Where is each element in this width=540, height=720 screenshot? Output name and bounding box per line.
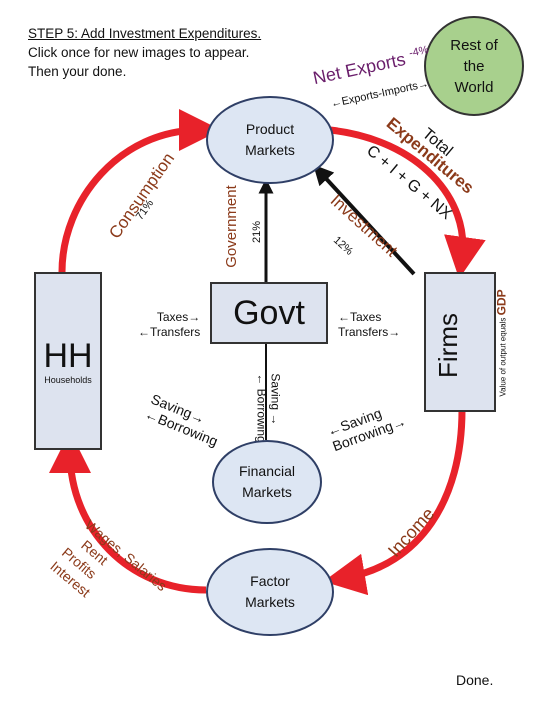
firms-label: Firms: [432, 313, 463, 378]
firms-value-text: Value of output equals: [498, 317, 508, 397]
financial-markets-line2: Markets: [242, 484, 292, 500]
factor-markets-line2: Markets: [245, 594, 295, 610]
firms-value-label: Value of output equals GDP: [495, 289, 509, 396]
taxes-left-line1: Taxes→: [156, 310, 201, 324]
saving-center-line1: Saving →: [268, 373, 283, 426]
saving-center-line2: ← Borrowing: [254, 373, 269, 443]
product-markets-ellipse: Product Markets: [206, 96, 334, 184]
firms-box: Firms Value of output equals GDP: [424, 272, 509, 412]
saving-center-label: Saving → ← Borrowing: [255, 373, 283, 442]
taxes-left-label: Taxes→ ←Transfers: [138, 310, 200, 340]
total-expenditures-arrow: [329, 126, 486, 279]
rest-of-world-line1: Rest of: [450, 36, 498, 54]
govt-label: Govt: [233, 293, 305, 332]
step-line3: Then your done.: [28, 64, 127, 79]
financial-markets-line1: Financial: [238, 463, 296, 479]
rest-of-world-circle: Rest of the World: [424, 16, 524, 116]
product-markets-line2: Markets: [245, 142, 295, 158]
govt-box: Govt: [210, 282, 328, 344]
step-line1: STEP 5: Add Investment Expenditures.: [28, 26, 262, 41]
taxes-left-line2: ←Transfers: [138, 325, 201, 339]
government-flow-label: Government: [222, 185, 240, 268]
net-exports-pct: -4%: [408, 43, 430, 60]
households-box: HH Households: [34, 272, 102, 450]
consumption-arrow: [58, 109, 221, 273]
investment-arrow: [313, 164, 416, 276]
rest-of-world-line3: World: [454, 78, 494, 96]
hh-label: HH: [43, 337, 93, 375]
step-line2: Click once for new images to appear.: [28, 45, 250, 60]
government-flow-pct: 21%: [251, 220, 264, 244]
factor-markets-ellipse: Factor Markets: [206, 548, 334, 636]
financial-markets-ellipse: Financial Markets: [212, 440, 322, 524]
done-button[interactable]: Done.: [456, 672, 494, 688]
rest-of-world-line2: the: [463, 57, 485, 75]
taxes-right-line2: Transfers→: [338, 325, 401, 339]
factor-markets-line1: Factor: [250, 573, 290, 589]
firms-gdp: GDP: [494, 289, 509, 316]
product-markets-line1: Product: [245, 121, 295, 137]
taxes-right-line1: ←Taxes: [338, 310, 382, 324]
households-label: Households: [44, 375, 92, 385]
taxes-right-label: ←Taxes Transfers→: [338, 310, 400, 340]
wages-arrow: [49, 431, 207, 594]
step-instructions: STEP 5: Add Investment Expenditures. Cli…: [28, 24, 261, 81]
income-arrow: [323, 409, 466, 596]
